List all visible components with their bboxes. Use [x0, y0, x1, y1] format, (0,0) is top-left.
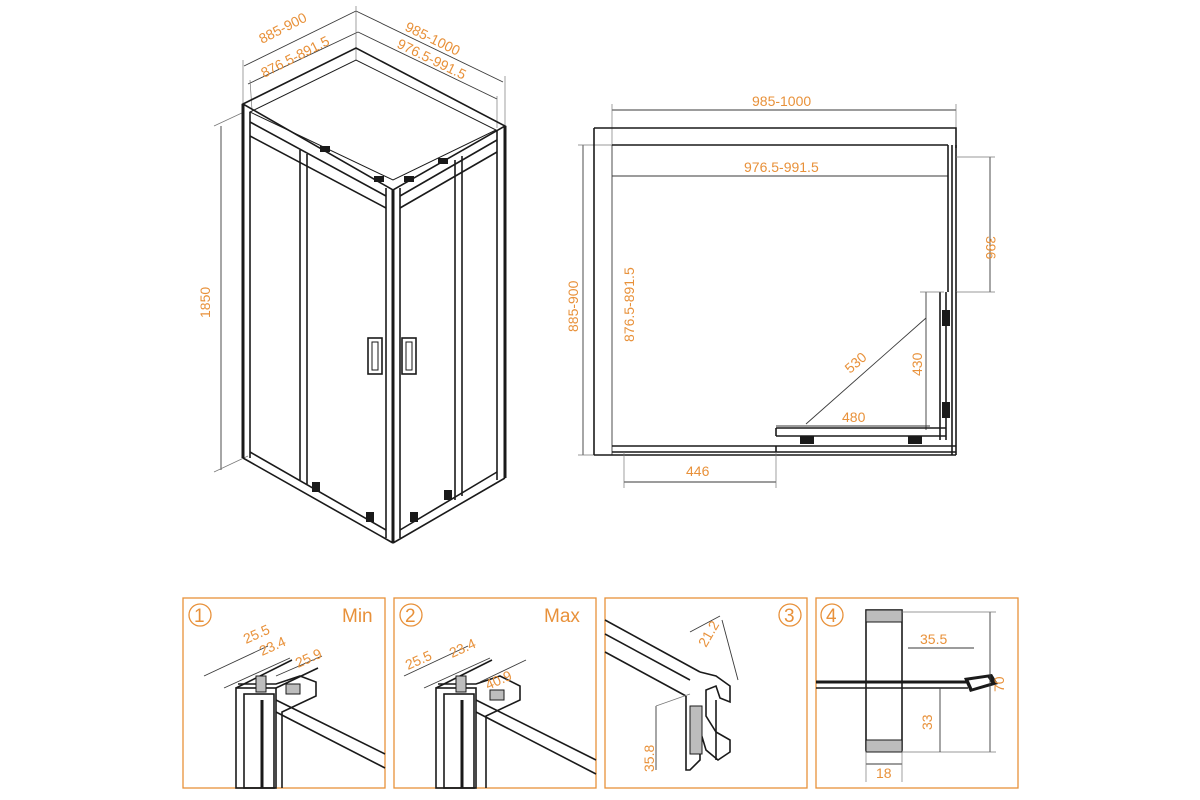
- enclosure-3d: [241, 47, 507, 544]
- detail-3-dim-a: 21.2: [695, 618, 723, 650]
- detail-1-mode: Min: [342, 606, 373, 627]
- detail-4-dim-d: 18: [876, 765, 892, 781]
- height-dimension: [213, 111, 249, 473]
- detail-3-number: 3: [784, 606, 795, 627]
- plan-front-fixed-label: 446: [686, 463, 710, 479]
- detail-4-dim-c: 33: [919, 714, 935, 730]
- detail-panel-4: 4 35.5 70 33 18: [815, 597, 1019, 789]
- plan-width-outer-label: 985-1000: [752, 93, 811, 109]
- plan-diagonal-label: 530: [841, 349, 869, 377]
- detail-1-number: 1: [194, 606, 205, 627]
- top-dimensions: [242, 6, 506, 128]
- detail-3-dim-b: 35.8: [641, 745, 657, 772]
- detail-4-number: 4: [826, 606, 837, 627]
- detail-panel-1: 1 Min 25.5 23.4 25.9: [182, 597, 386, 789]
- plan-door-width-label: 480: [842, 409, 866, 425]
- plan-width-inner-label: 976.5-991.5: [744, 159, 819, 175]
- detail-4-dim-a: 35.5: [920, 631, 947, 647]
- plan-view: 985-1000 976.5-991.5 885-900 876.5-891.5…: [565, 93, 999, 488]
- handle-right: [401, 337, 417, 375]
- plan-depth-outer-label: 885-900: [565, 280, 581, 332]
- depth-outer-label: 885-900: [256, 9, 309, 47]
- detail-2-profile: [435, 659, 597, 789]
- detail-4-profile: [816, 609, 998, 753]
- detail-2-dim-c: 40.9: [483, 667, 515, 693]
- plan-door-depth-label: 430: [909, 352, 925, 376]
- detail-panel-2: 2 Max 25.5 23.4 40.9: [393, 597, 597, 789]
- detail-1-profile: [235, 659, 386, 789]
- detail-2-number: 2: [405, 606, 416, 627]
- detail-3-profile: [604, 619, 731, 771]
- handle-left: [367, 337, 383, 375]
- plan-depth-inner-label: 876.5-891.5: [621, 267, 637, 342]
- height-label: 1850: [197, 287, 213, 318]
- plan-side-fixed-label: 396: [983, 236, 999, 260]
- isometric-view: 885-900 876.5-891.5 985-1000 976.5-991.5…: [197, 6, 507, 544]
- detail-2-mode: Max: [544, 606, 580, 627]
- detail-4-dim-b: 70: [991, 676, 1007, 692]
- detail-2-dim-b: 23.4: [447, 635, 479, 661]
- detail-panel-3: 3 21.2 35.8: [604, 597, 808, 789]
- detail-1-dim-c: 25.9: [293, 645, 325, 671]
